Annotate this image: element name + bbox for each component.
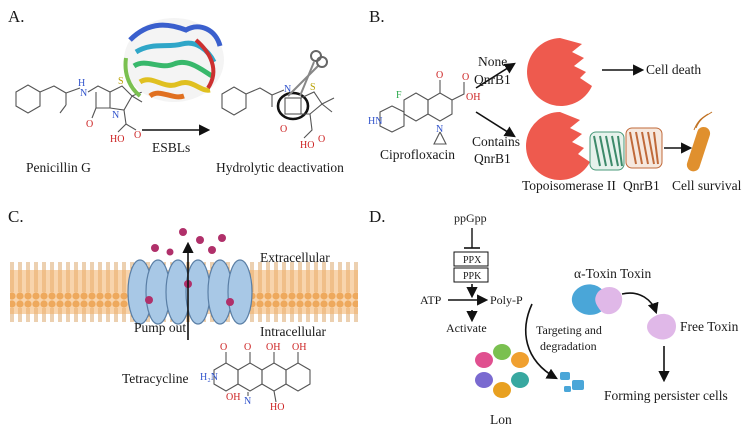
- svg-text:HO: HO: [270, 402, 284, 413]
- tetracycline-label: Tetracycline: [122, 371, 189, 386]
- topoisomerase-death-shape: [527, 38, 592, 106]
- penicillin-structure: H N S O N HO O: [15, 76, 143, 145]
- hydrolytic-label: Hydrolytic deactivation: [216, 160, 344, 175]
- none-label: None: [478, 54, 507, 69]
- panel-c-tag: C.: [8, 207, 24, 226]
- svg-text:O: O: [134, 130, 141, 141]
- ciprofloxacin-label: Ciprofloxacin: [380, 147, 455, 162]
- esbl-enzyme: [123, 18, 224, 102]
- panel-a: A. H N S O N HO O Penicillin G: [8, 7, 344, 175]
- panel-b: B. O O OH F N HN Ciprofloxacin None QnrB…: [368, 7, 742, 193]
- ciprofloxacin-structure: O O OH F N HN: [368, 70, 480, 145]
- intracellular-label: Intracellular: [260, 324, 326, 339]
- qnrb1-protein: [589, 127, 663, 171]
- svg-text:O: O: [436, 70, 443, 81]
- topoisomerase-label: Topoisomerase II: [522, 178, 616, 193]
- panel-d-tag: D.: [369, 207, 386, 226]
- toxin-antitoxin-complex: [571, 284, 623, 315]
- none-qnrb1-label: QnrB1: [474, 72, 511, 87]
- svg-text:O: O: [244, 342, 251, 353]
- esbl-label: ESBLs: [152, 140, 190, 155]
- svg-text:HN: HN: [368, 116, 382, 127]
- pump-out-label: Pump out: [134, 320, 186, 335]
- panel-c: C. Extracell: [8, 207, 358, 413]
- hydrolyzed-structure: N S O HO O: [221, 82, 335, 151]
- ppk-label: PPK: [463, 271, 482, 282]
- cell-survival-label: Cell survival: [672, 178, 742, 193]
- tetracycline-structure: O O OH OH H₂N N HO OH: [200, 342, 311, 413]
- svg-text:OH: OH: [466, 92, 480, 103]
- svg-text:O: O: [318, 134, 325, 145]
- svg-text:O: O: [220, 342, 227, 353]
- ppx-box: [453, 251, 489, 267]
- panel-d: D. ppGpp PPX PPK ATP Poly-P Activate Lon…: [369, 207, 739, 427]
- contains-label: Contains: [472, 134, 520, 149]
- svg-text:HO: HO: [300, 140, 314, 151]
- svg-text:O: O: [462, 72, 469, 83]
- degraded-antitoxin-fragments: [560, 372, 584, 392]
- lon-label: Lon: [490, 412, 512, 427]
- qnrb1-label: QnrB1: [623, 178, 660, 193]
- svg-text:O: O: [280, 124, 287, 135]
- svg-text:S: S: [310, 82, 316, 93]
- activate-label: Activate: [446, 321, 487, 335]
- extracellular-label: Extracellular: [260, 250, 330, 265]
- penicillin-label: Penicillin G: [26, 160, 91, 175]
- svg-text:H: H: [78, 78, 85, 89]
- svg-text:OH: OH: [226, 392, 240, 403]
- efflux-pump-left: [127, 259, 171, 325]
- cell-death-label: Cell death: [646, 62, 701, 77]
- atp-label: ATP: [420, 293, 442, 307]
- free-toxin-label: Free Toxin: [680, 319, 739, 334]
- panel-a-tag: A.: [8, 7, 25, 26]
- ppgpp-label: ppGpp: [454, 211, 487, 225]
- svg-text:N: N: [80, 88, 87, 99]
- svg-text:N: N: [436, 124, 443, 135]
- panel-b-tag: B.: [369, 7, 385, 26]
- svg-text:N: N: [244, 396, 251, 407]
- degradation-label: degradation: [540, 339, 597, 353]
- complex-label: α-Toxin Toxin: [574, 266, 652, 281]
- svg-text:HO: HO: [110, 134, 124, 145]
- svg-text:H₂N: H₂N: [200, 372, 218, 383]
- ppx-label: PPX: [463, 255, 482, 266]
- persister-label: Forming persister cells: [604, 388, 728, 403]
- svg-text:N: N: [284, 84, 291, 95]
- contains-arrow: [475, 111, 516, 138]
- expelled-drug-molecules: [151, 228, 226, 256]
- none-arrow: [475, 62, 516, 89]
- polyp-label: Poly-P: [490, 293, 523, 307]
- topoisomerase-survival-shape: [526, 112, 590, 180]
- targeting-arrow: [525, 303, 558, 380]
- bacterium-icon: [686, 111, 713, 172]
- release-arrow: [621, 292, 659, 315]
- scissors-icon: [287, 50, 328, 97]
- svg-text:N: N: [112, 110, 119, 121]
- ppk-box: [453, 267, 489, 283]
- contains-qnrb1-label: QnrB1: [474, 151, 511, 166]
- targeting-label: Targeting and: [536, 323, 602, 337]
- svg-text:F: F: [396, 90, 402, 101]
- svg-text:O: O: [86, 119, 93, 130]
- free-toxin-shape: [647, 313, 676, 340]
- efflux-pump-center: [165, 259, 211, 325]
- svg-text:OH: OH: [292, 342, 306, 353]
- efflux-pump-right: [207, 259, 253, 325]
- svg-text:S: S: [118, 76, 124, 87]
- lon-protease: [475, 344, 529, 398]
- svg-text:OH: OH: [266, 342, 280, 353]
